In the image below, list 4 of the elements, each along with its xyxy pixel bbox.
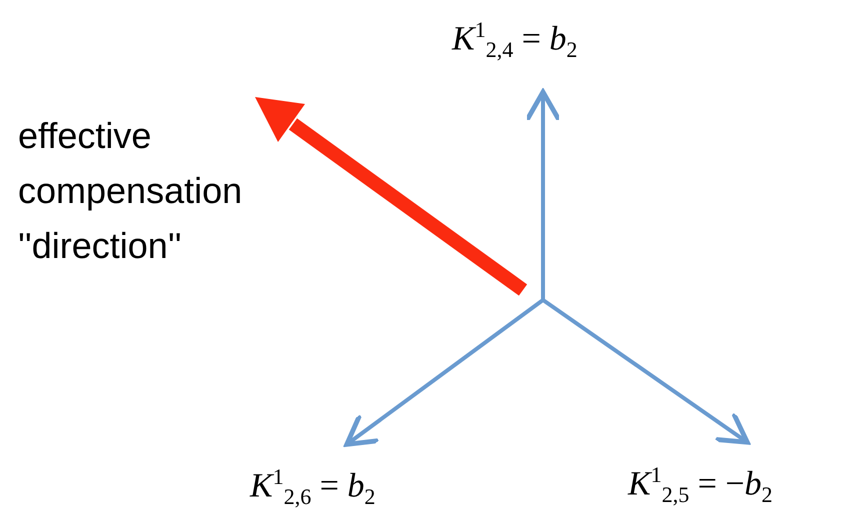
math-label: K$^{1}$$_{2,4}$ = b$_{2}$ xyxy=(452,18,578,62)
math-label: K$^{1}$$_{2,5}$ = −b$_{2}$ xyxy=(628,463,773,508)
math-label: K$^{1}$$_{2,6}$ = b$_{2}$ xyxy=(250,465,376,510)
annotation-text: effective compensation ''direction'' xyxy=(18,114,244,268)
